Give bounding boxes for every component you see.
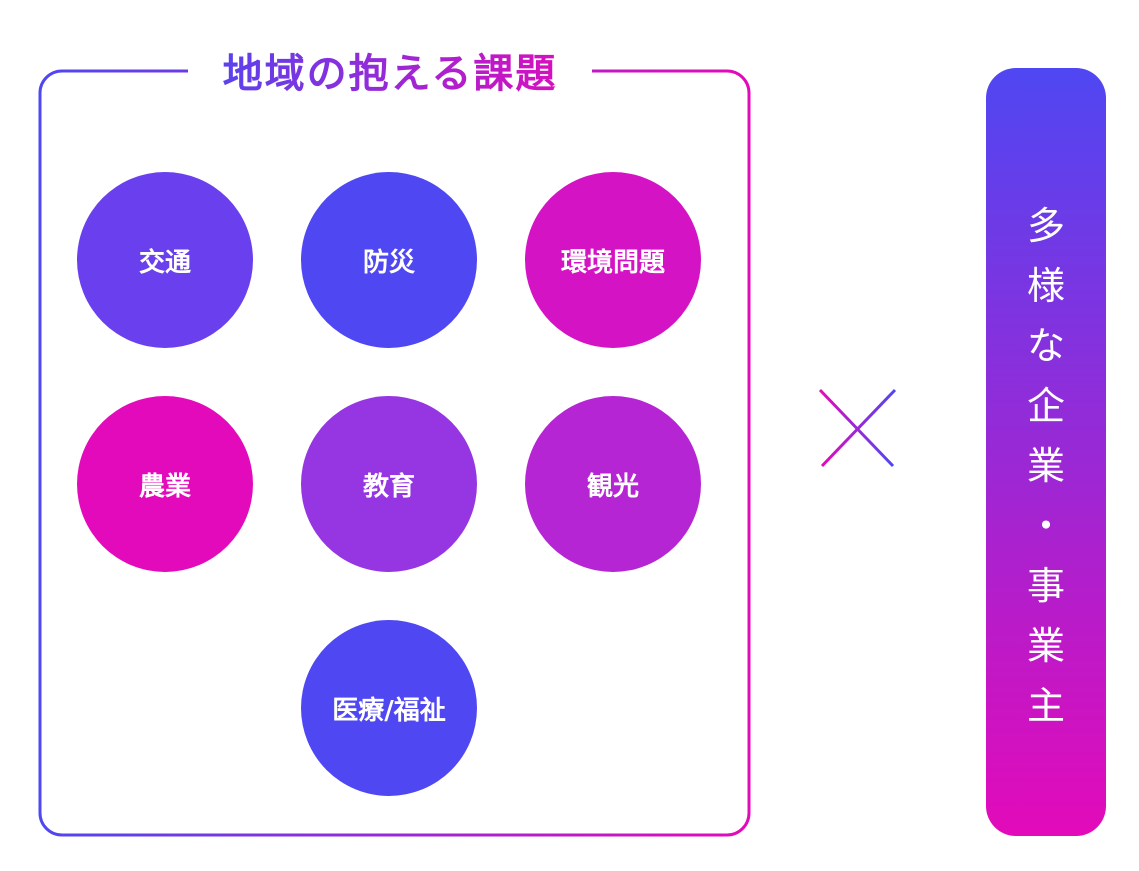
partner-char: 主 bbox=[1026, 684, 1065, 728]
issue-label: 観光 bbox=[586, 471, 639, 502]
issue-circle: 教育 bbox=[301, 396, 477, 572]
issue-label: 防災 bbox=[362, 247, 415, 278]
partner-char: ・ bbox=[1026, 504, 1065, 548]
issue-circle: 環境問題 bbox=[525, 172, 701, 348]
issue-circle: 交通 bbox=[77, 172, 253, 348]
issue-label: 環境問題 bbox=[560, 247, 665, 278]
issue-circle: 農業 bbox=[77, 396, 253, 572]
partner-char: 企 bbox=[1026, 384, 1065, 428]
issue-label: 交通 bbox=[138, 247, 191, 278]
partner-char: 多 bbox=[1026, 204, 1065, 248]
issue-circle: 防災 bbox=[301, 172, 477, 348]
diagram-title: 地域の抱える課題 bbox=[190, 44, 590, 104]
partner-char: 事 bbox=[1026, 564, 1065, 608]
partner-char: 様 bbox=[1026, 264, 1065, 308]
partner-char: 業 bbox=[1026, 444, 1065, 488]
cross-icon bbox=[818, 388, 897, 468]
issue-circle: 医療/福祉 bbox=[301, 620, 477, 796]
partner-char: な bbox=[1026, 324, 1065, 368]
issue-circle: 観光 bbox=[525, 396, 701, 572]
issue-label: 農業 bbox=[138, 471, 191, 502]
partner-pill: 多 様 な 企 業 ・ 事 業 主 bbox=[986, 68, 1106, 836]
partner-char: 業 bbox=[1026, 624, 1065, 668]
title-background bbox=[188, 50, 592, 94]
issue-label: 教育 bbox=[362, 471, 415, 502]
issue-label: 医療/福祉 bbox=[332, 695, 446, 726]
